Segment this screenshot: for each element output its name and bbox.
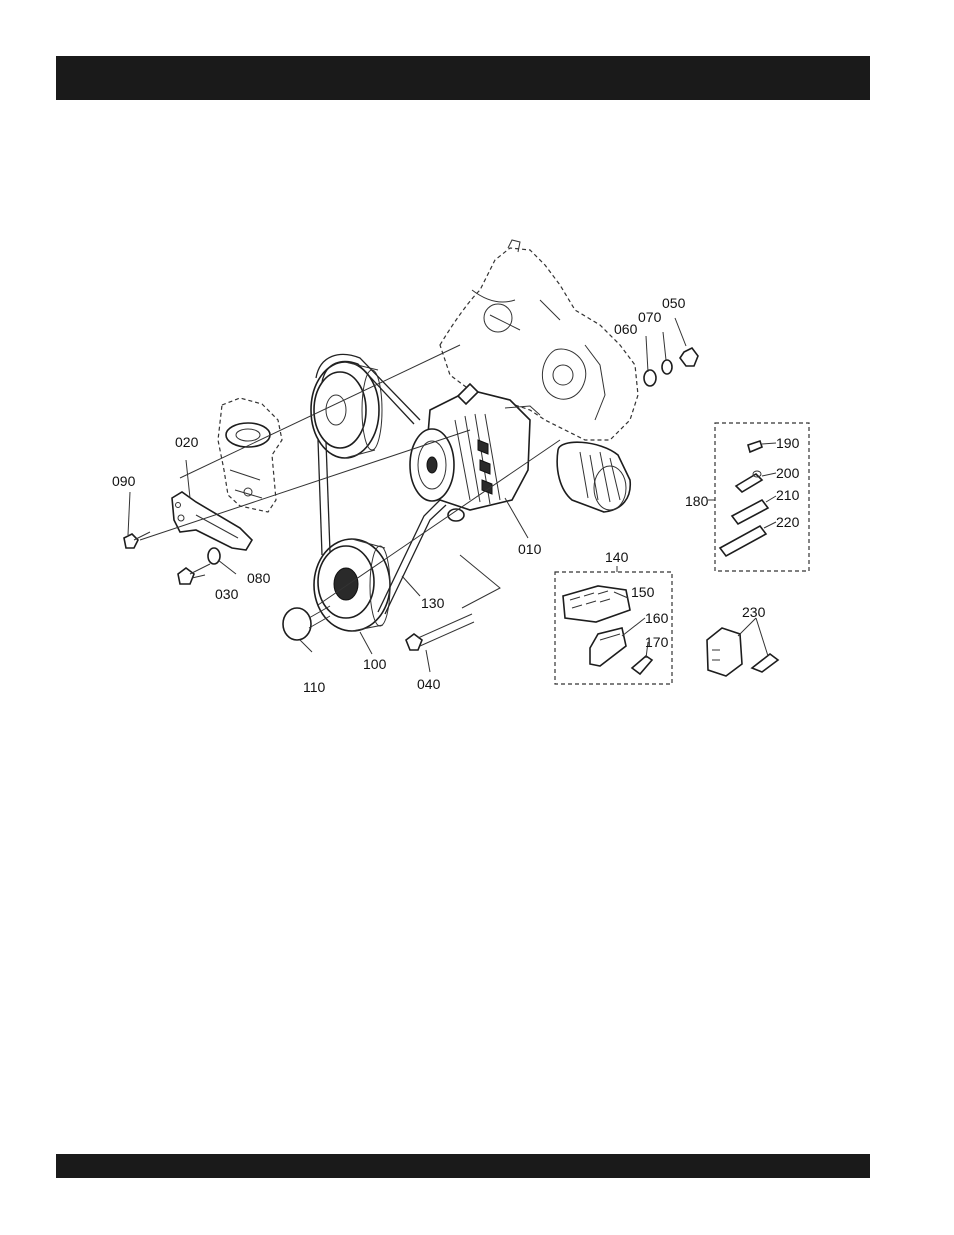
label-080: 080 <box>247 570 271 586</box>
label-020: 020 <box>175 434 199 450</box>
label-070: 070 <box>638 309 662 325</box>
upper-pulley-drawing <box>311 362 382 458</box>
connector-kit-140-drawing <box>555 572 672 684</box>
alternator-drawing <box>410 384 540 521</box>
label-160: 160 <box>645 610 669 626</box>
label-230: 230 <box>742 604 766 620</box>
label-180: 180 <box>685 493 709 509</box>
label-010: 010 <box>518 541 542 557</box>
label-040: 040 <box>417 676 441 692</box>
footer-bar <box>56 1154 870 1178</box>
label-170: 170 <box>645 634 669 650</box>
label-130: 130 <box>421 595 445 611</box>
label-060: 060 <box>614 321 638 337</box>
label-100: 100 <box>363 656 387 672</box>
label-150: 150 <box>631 584 655 600</box>
label-110: 110 <box>303 679 326 695</box>
label-200: 200 <box>776 465 800 481</box>
crank-pulley-drawing <box>314 539 390 631</box>
label-050: 050 <box>662 295 686 311</box>
label-190: 190 <box>776 435 800 451</box>
label-090: 090 <box>112 473 136 489</box>
connector-230-drawing <box>707 628 778 676</box>
label-210: 210 <box>776 487 800 503</box>
label-030: 030 <box>215 586 239 602</box>
label-140: 140 <box>605 549 629 565</box>
label-220: 220 <box>776 514 800 530</box>
